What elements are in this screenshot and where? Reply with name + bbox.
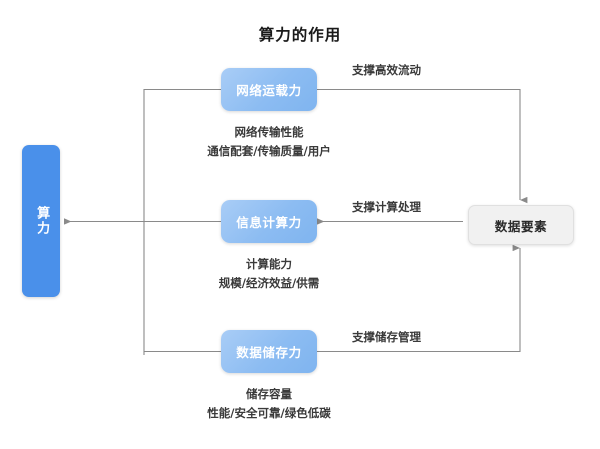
caption-compute-line2: 规模/经济效益/供需 xyxy=(218,275,320,290)
edge-label-support-storage-mgmt: 支撑储存管理 xyxy=(352,330,421,344)
caption-network: 网络传输性能 通信配套/传输质量/用户 xyxy=(139,123,399,161)
node-network-capacity: 网络运载力 xyxy=(221,68,317,111)
caption-storage-line2: 性能/安全可靠/绿色低碳 xyxy=(207,405,331,420)
edge-label-support-flow: 支撑高效流动 xyxy=(352,63,421,77)
page-title: 算力的作用 xyxy=(258,26,342,44)
caption-storage: 储存容量 性能/安全可靠/绿色低碳 xyxy=(139,385,399,423)
node-data-element: 数据要素 xyxy=(468,205,574,245)
caption-storage-line1: 储存容量 xyxy=(246,387,292,401)
node-information-compute: 信息计算力 xyxy=(221,200,317,243)
node-compute-power: 算力 xyxy=(22,145,60,297)
node-data-storage: 数据储存力 xyxy=(221,330,317,373)
caption-compute-line1: 计算能力 xyxy=(246,257,292,271)
caption-network-line2: 通信配套/传输质量/用户 xyxy=(207,143,331,158)
caption-network-line1: 网络传输性能 xyxy=(234,125,304,139)
caption-compute: 计算能力 规模/经济效益/供需 xyxy=(139,255,399,293)
edge-label-support-processing: 支撑计算处理 xyxy=(352,200,421,214)
node-compute-power-label: 算力 xyxy=(34,206,50,236)
